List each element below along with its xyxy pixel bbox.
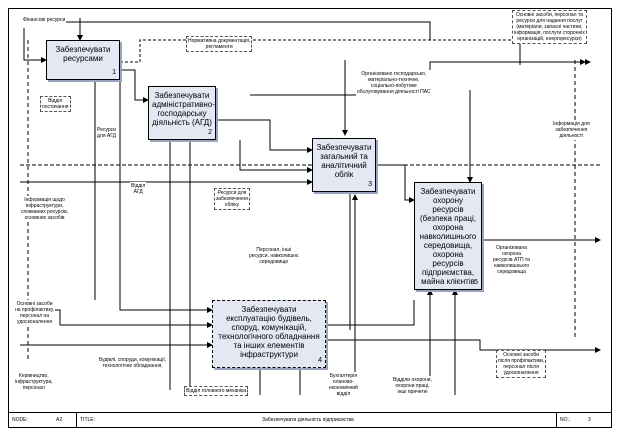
label-top-right: Основні засоби, персонал та ресурси для … <box>512 10 587 44</box>
activity-title-1: Забезпечувати ресурсами <box>55 45 111 63</box>
label-buildings: Будівлі, споруди, комунікації, технологі… <box>98 356 168 370</box>
arrow-top-output <box>120 39 580 63</box>
activity-box-3[interactable]: Забезпечувати загальний та аналітичний о… <box>312 138 376 192</box>
label-fixed-assets-in: Основні засоби на профілактику, персонал… <box>14 300 56 326</box>
activity-number-1: 1 <box>112 69 116 76</box>
label-fin-resources: Фінансові ресурси <box>22 16 67 24</box>
arrow-fin-resources <box>23 28 47 63</box>
activity-number-5: 5 <box>474 279 478 286</box>
arrow-b2-to-b3 <box>215 119 313 153</box>
label-fixed-assets-out: Основні засоби після профілактики, персо… <box>496 350 547 378</box>
label-org-protection: Організована охорона ресурсів АТП та нав… <box>492 244 531 276</box>
activity-title-5: Забезпечувати охорону ресурсів (безпека … <box>419 187 477 286</box>
diagram-frame <box>8 8 612 428</box>
label-management: Керівництво, інфраструктура, персонал <box>14 372 54 392</box>
arrow-b4-out <box>325 339 601 353</box>
footer-no-label: NO.: <box>560 417 571 423</box>
footer-node-value: А2 <box>56 417 63 423</box>
label-info-infra: Інформація щодо інфраструктури, споживни… <box>20 196 70 222</box>
arrow-b2-down <box>239 140 313 173</box>
footer-node-label: NODE: <box>12 417 28 423</box>
footer-separator <box>556 413 557 428</box>
label-norm-docs: Нормативна документація, регламенти <box>186 36 253 52</box>
activity-title-2: Забезпечувати адміністративно-господарсь… <box>152 91 215 127</box>
label-info-right: Інформація для забезпечення діяльності <box>552 120 591 140</box>
activity-title-3: Забезпечувати загальний та аналітичний о… <box>316 143 372 179</box>
label-resources-agd: Ресурси для АГД <box>96 126 118 140</box>
arrow-b4-right <box>325 300 415 326</box>
activity-box-5[interactable]: Забезпечувати охорону ресурсів (безпека … <box>414 182 482 290</box>
arrow-top-line <box>40 21 431 40</box>
footer-title-label: TITLE: <box>80 417 96 423</box>
activity-box-1[interactable]: Забезпечувати ресурсами 1 <box>46 40 120 80</box>
label-dept-labor: Відділи охорони, охорони праці, інші при… <box>392 376 433 396</box>
activity-box-2[interactable]: Забезпечувати адміністративно-господарсь… <box>148 86 216 140</box>
label-dept-staff: Відділ постачання <box>40 96 71 112</box>
activity-number-2: 2 <box>208 129 212 136</box>
arrow-b3-to-b5 <box>375 164 415 203</box>
footer-no-value: 3 <box>588 417 591 423</box>
footer-title-value: Забезпечувати діяльність підприємства <box>262 417 354 423</box>
activity-title-4: Забезпечувати експлуатацію будівель, спо… <box>218 305 320 359</box>
label-dept-mechanic: Відділ головного механіка <box>184 386 249 396</box>
label-dept-agd: Відділ АГД <box>130 182 147 196</box>
activity-number-4: 4 <box>318 357 322 364</box>
footer-separator <box>76 413 77 428</box>
activity-box-4[interactable]: Забезпечувати експлуатацію будівель, спо… <box>212 300 326 368</box>
activity-number-3: 3 <box>368 181 372 188</box>
label-res-accounting: Ресурси для забезпечення обліку <box>214 188 250 210</box>
label-organized: Організовано господарсько, матеріально-т… <box>356 70 432 96</box>
arrow-left-vert-3 <box>119 80 213 313</box>
label-accounting: Бухгалтерія планово- економічний відділ <box>328 372 359 398</box>
idef-footer: NODE: А2 TITLE: Забезпечувати діяльність… <box>8 412 612 428</box>
label-staff-other: Персонал, інші ресурси, навколишнє серед… <box>248 246 300 266</box>
arrow-b1-to-b2 <box>120 69 149 103</box>
